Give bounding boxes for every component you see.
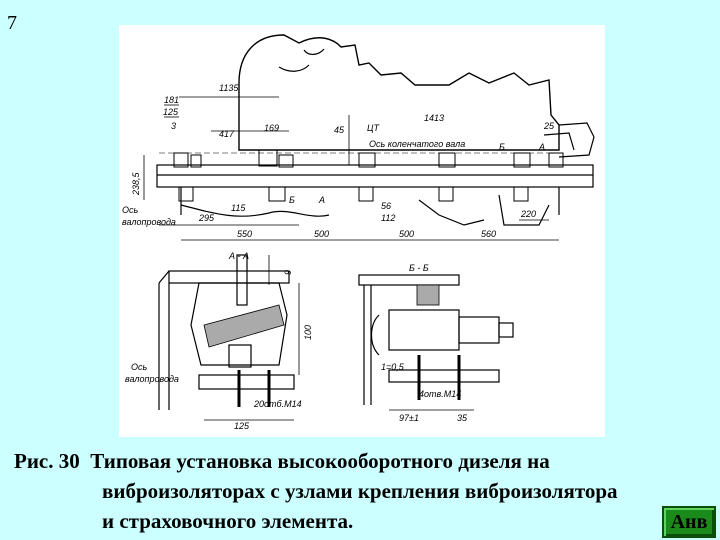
section-a-a: А - А 9 100 20отб.М14 125 Ось валопровод… [125,251,313,431]
dim-a-holes: 20отб.М14 [253,399,302,409]
dim-112: 112 [381,213,395,223]
dim-56: 56 [381,201,391,211]
dim-550: 550 [237,229,252,239]
dim-220: 220 [520,209,536,219]
dim-b-holes: 4отв.М14 [419,389,461,399]
caption-line-3: и страховочного элемента. [102,509,354,533]
engine-outline [238,34,560,151]
dim-115: 115 [231,203,246,213]
dim-a-125: 125 [234,421,250,431]
dim-b-97: 97±1 [399,413,419,423]
dim-500-2: 500 [399,229,414,239]
section-a-title: А - А [228,251,249,261]
page-number: 7 [7,12,17,34]
dim-560: 560 [481,229,496,239]
figure-caption: Рис. 30 Типовая установка высокооборотно… [14,446,714,536]
dim-1135: 1135 [219,83,239,93]
dim-500-1: 500 [314,229,329,239]
dim-125: 125 [163,107,179,117]
label-a-2: А [318,195,325,205]
label-crankshaft-axis: Ось коленчатого вала [369,139,465,149]
dim-169: 169 [264,123,279,133]
label-axis-2: Ось [131,362,148,372]
dim-a-100: 100 [303,325,313,340]
dim-238-5: 238,5 [131,171,141,196]
dim-3: 3 [171,121,176,131]
isolator-row [173,149,564,202]
dim-a-9: 9 [283,270,293,275]
dim-1413: 1413 [424,113,444,123]
label-b-2: Б [289,195,295,205]
dim-417: 417 [219,129,235,139]
caption-line-2: виброизоляторах с узлами крепления вибро… [102,479,618,503]
label-axis-1: Ось [122,205,139,215]
annotation-nav-button[interactable]: Анв [662,506,716,538]
label-ct: ЦТ [367,123,381,133]
label-b-1: Б [499,142,505,152]
label-shaftline-1: валопровода [122,217,176,227]
foundation-frame [156,164,594,188]
dim-b-35: 35 [457,413,468,423]
label-a-1: А [538,142,545,152]
caption-line-1: Типовая установка высокооборотного дизел… [90,449,550,473]
dim-b-gap: 1=0,5 [381,362,405,372]
section-b-b: Б - Б 1=0,5 4отв.М14 97±1 35 [358,263,514,423]
caption-label: Рис. 30 [14,449,80,473]
dim-25: 25 [543,121,555,131]
label-shaftline-2: валопровода [125,374,179,384]
technical-drawing: 1135 181 125 3 417 169 45 ЦТ 1413 25 Ось… [119,25,605,437]
dim-181: 181 [164,95,179,105]
section-b-title: Б - Б [409,263,429,273]
dim-295: 295 [198,213,215,223]
dim-45: 45 [334,125,345,135]
